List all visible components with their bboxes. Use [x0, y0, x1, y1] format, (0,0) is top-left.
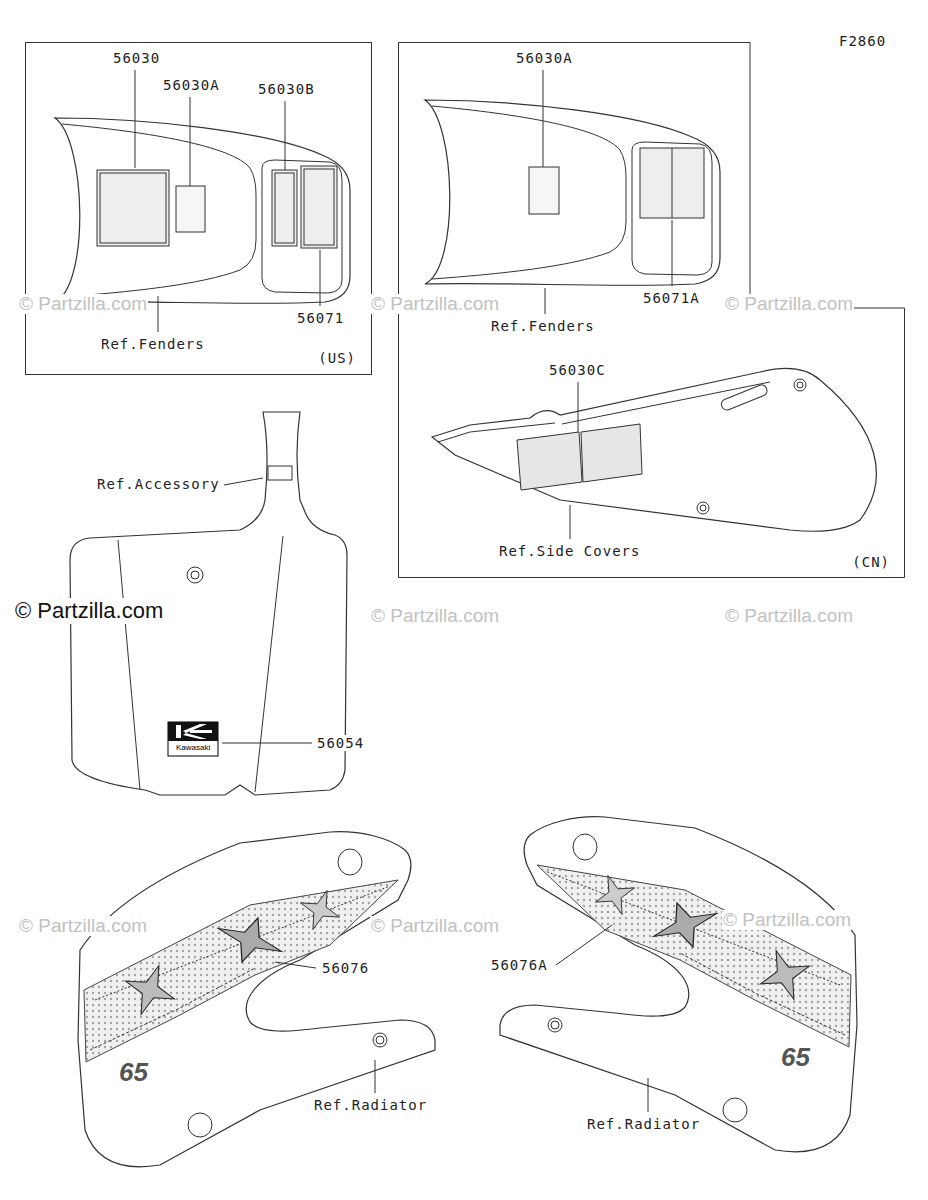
drawing-number: F2860	[838, 33, 887, 49]
reference-label: Ref.Radiator	[586, 1116, 701, 1132]
number-plate-part	[176, 725, 181, 738]
rear-fender-us-part	[100, 173, 166, 243]
number-plate-part	[268, 466, 292, 480]
callout-number: 56076	[321, 960, 370, 976]
region-code: (CN)	[851, 554, 891, 570]
side-cover-part	[797, 382, 803, 388]
watermark: © Partzilla.com	[18, 916, 148, 936]
rear-fender-cn-part	[672, 148, 673, 218]
callout-number: 56071A	[642, 290, 701, 306]
radiator-shroud-right	[500, 817, 857, 1152]
number-plate-part	[168, 722, 218, 741]
watermark: © Partzilla.com	[370, 916, 500, 936]
callout-number: 56030C	[548, 362, 607, 378]
side-cover-part	[700, 505, 706, 511]
radiator-shroud-left	[78, 832, 435, 1167]
rear-fender-cn	[425, 100, 720, 285]
watermark: © Partzilla.com	[370, 294, 500, 314]
side-cover-part	[581, 424, 642, 482]
leader-lines-plate-part	[224, 478, 263, 485]
radiator-shroud-right-part	[500, 817, 857, 1152]
callout-number: 56030B	[257, 81, 316, 97]
leader-lines-cn-part	[578, 382, 579, 432]
leader-lines-shrouds-part	[648, 1078, 649, 1112]
rear-fender-us-part	[272, 170, 297, 246]
reference-label: Ref.Fenders	[100, 336, 206, 352]
rear-fender-us-part	[97, 170, 169, 246]
rear-fender-us-part	[301, 166, 337, 248]
number-plate-part	[168, 722, 218, 756]
radiator-shroud-left-part	[78, 832, 435, 1167]
rear-fender-cn-part	[425, 100, 720, 285]
callout-number: 56076A	[490, 957, 549, 973]
leader-lines-us	[135, 70, 320, 332]
number-plate-part	[190, 730, 212, 733]
region-code: (US)	[317, 350, 357, 366]
leader-lines-us-part	[285, 101, 286, 170]
watermark: © Partzilla.com	[724, 606, 854, 626]
reference-label: Ref.Fenders	[490, 318, 596, 334]
number-plate-part	[187, 567, 203, 583]
side-cover-part	[697, 502, 709, 514]
leader-lines-us-part	[158, 296, 159, 332]
leader-lines-shrouds	[275, 925, 648, 1112]
leader-lines-us-part	[320, 250, 321, 306]
number-plate-part	[255, 536, 283, 792]
rear-fender-us-part	[176, 186, 205, 232]
callout-number: 56030A	[162, 77, 221, 93]
callout-number: 56030A	[515, 50, 574, 66]
leader-lines-us-part	[190, 97, 191, 186]
leader-lines-plate	[222, 478, 312, 743]
callout-number: 56071	[296, 310, 345, 326]
leader-lines-us-part	[135, 70, 136, 168]
side-cover-part	[432, 368, 876, 531]
number-plate-part	[183, 733, 207, 739]
side-cover-part	[562, 382, 770, 424]
leader-lines-shrouds-part	[556, 925, 612, 965]
leader-lines-shrouds-part	[275, 962, 316, 968]
watermark: © Partzilla.com	[18, 294, 148, 314]
reference-label: Ref.Side Covers	[498, 543, 641, 559]
watermark: © Partzilla.com	[722, 910, 852, 930]
watermark: © Partzilla.com	[14, 598, 164, 624]
logo-text: Kawasaki	[176, 742, 210, 754]
decal-number: 65	[780, 1043, 811, 1071]
rear-fender-us-part	[275, 173, 294, 243]
callout-number: 56030	[112, 50, 161, 66]
reference-label: Ref.Accessory	[96, 476, 221, 492]
decal-number: 65	[118, 1058, 149, 1086]
leader-lines-cn-part	[570, 505, 571, 539]
side-cover-part	[517, 432, 582, 490]
leader-lines-cn-part	[543, 70, 544, 167]
side-cover-part	[794, 379, 806, 391]
leader-lines-shrouds-part	[375, 1060, 376, 1093]
number-plate-part	[118, 540, 140, 790]
side-cover	[432, 368, 876, 531]
watermark: © Partzilla.com	[724, 294, 854, 314]
rear-fender-us-part	[304, 169, 334, 245]
leader-lines-cn-part	[545, 288, 546, 314]
rear-fender-cn-part	[640, 148, 704, 218]
side-cover-part	[720, 383, 769, 411]
leader-lines-cn-part	[672, 220, 673, 286]
leader-lines-plate-part	[222, 743, 312, 744]
number-plate-part	[191, 571, 199, 579]
rear-fender-cn-part	[529, 167, 559, 214]
rear-fender-us	[55, 118, 350, 303]
watermark: © Partzilla.com	[370, 606, 500, 626]
reference-label: Ref.Radiator	[313, 1097, 428, 1113]
rear-fender-us-part	[55, 118, 350, 303]
callout-number: 56054	[316, 735, 365, 751]
